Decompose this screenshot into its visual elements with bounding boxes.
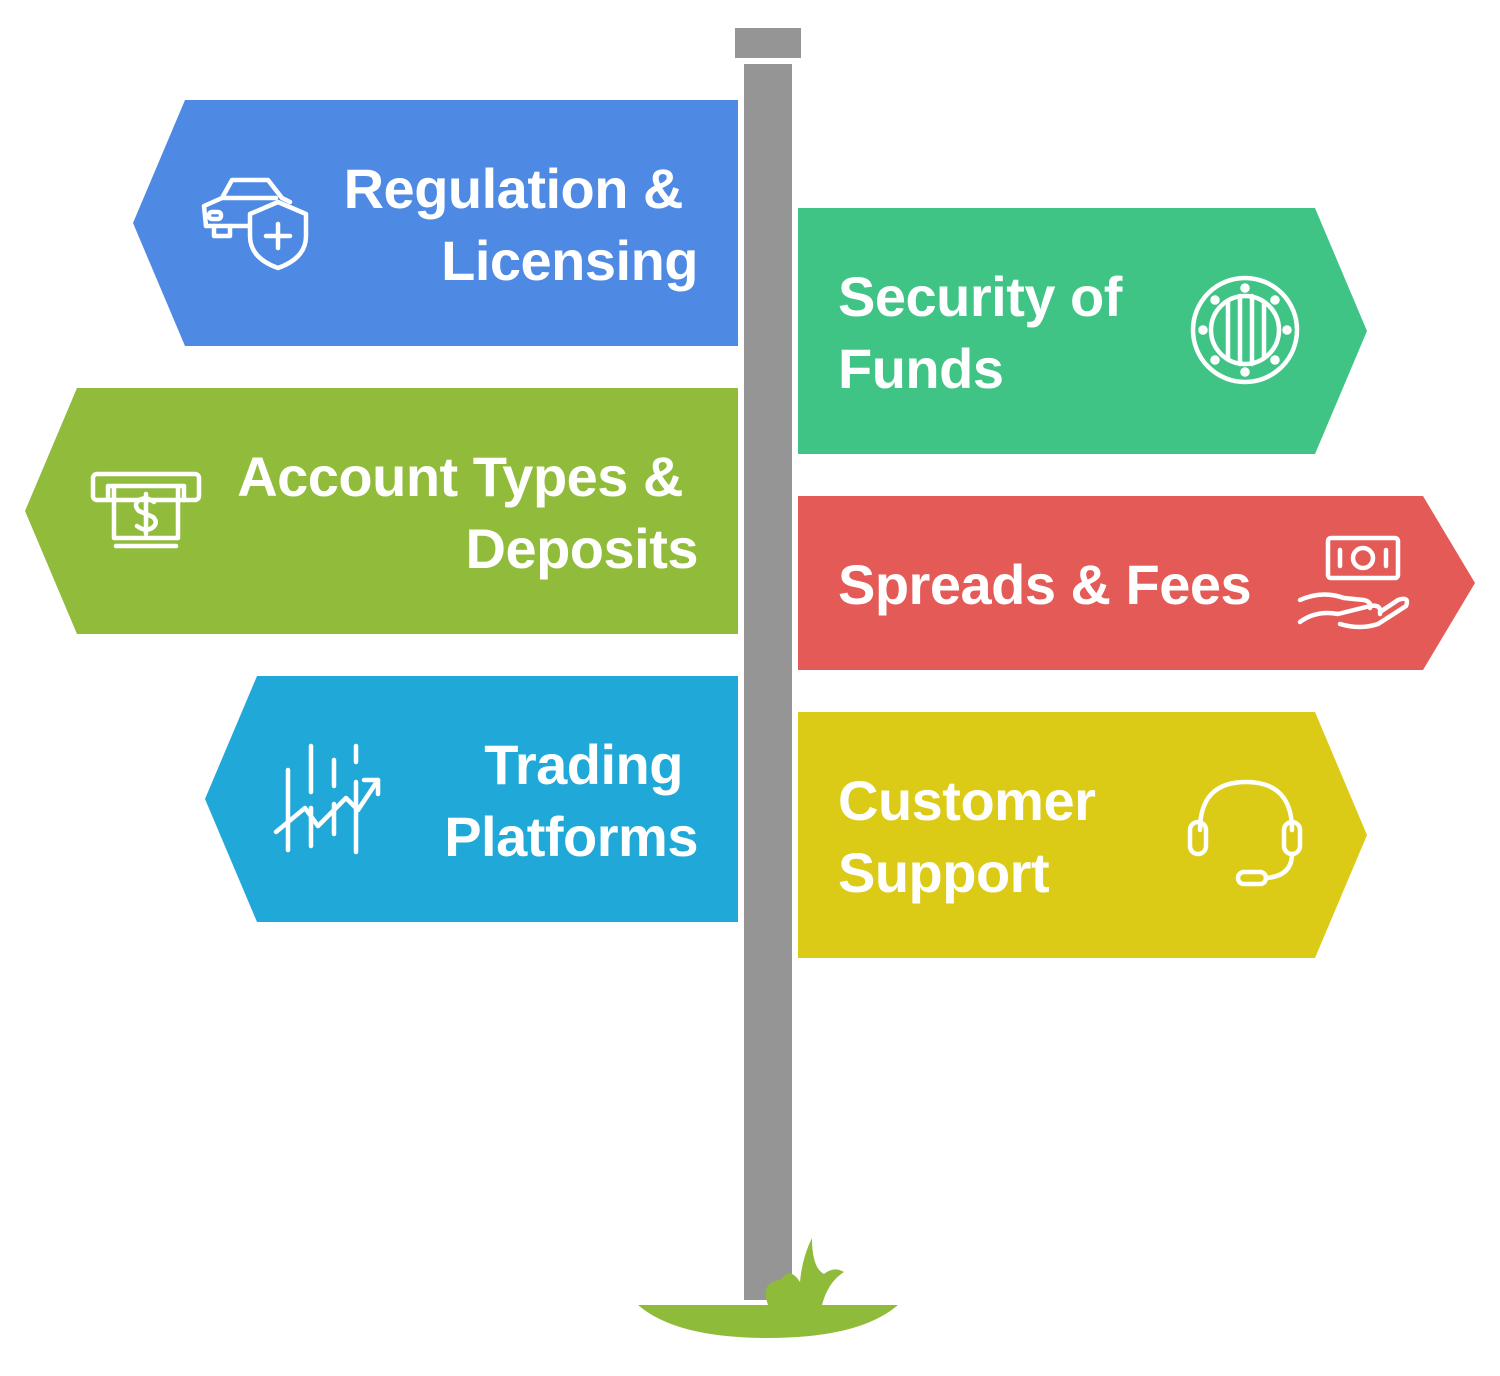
sign-account: Account Types & Deposits bbox=[25, 388, 738, 634]
sign-regulation: Regulation & Licensing bbox=[133, 100, 738, 346]
svg-text:Security of Funds: Security of Funds bbox=[838, 265, 1137, 400]
sign-security-line2: Funds bbox=[838, 337, 1003, 400]
pole bbox=[744, 64, 792, 1300]
svg-text:Account Types & Deposits: Account Types & Deposits bbox=[237, 445, 698, 580]
trend-chart-icon bbox=[273, 743, 381, 855]
car-shield-icon bbox=[201, 177, 309, 271]
sign-support: Customer Support bbox=[798, 712, 1367, 958]
pole-cap bbox=[735, 28, 801, 58]
atm-cash-icon bbox=[90, 471, 202, 549]
svg-text:Customer Support: Customer Support bbox=[838, 769, 1110, 904]
sign-trading-line1: Trading bbox=[484, 733, 683, 796]
hand-money-icon bbox=[1297, 535, 1410, 630]
sign-support-line1: Customer bbox=[838, 769, 1095, 832]
svg-text:Spreads & Fees: Spreads & Fees bbox=[838, 553, 1251, 616]
grass bbox=[638, 1238, 898, 1338]
sign-spreads-line1: Spreads & Fees bbox=[838, 553, 1251, 616]
sign-regulation-line1: Regulation & bbox=[344, 157, 683, 220]
sign-trading-line2: Platforms bbox=[444, 805, 698, 868]
sign-account-line1: Account Types & bbox=[237, 445, 683, 508]
headset-icon bbox=[1187, 779, 1303, 887]
sign-support-line2: Support bbox=[838, 841, 1049, 904]
sign-account-line2: Deposits bbox=[466, 517, 699, 580]
svg-text:Regulation & Licensing: Regulation & Licensing bbox=[344, 157, 698, 292]
sign-trading: Trading Platforms bbox=[205, 676, 738, 922]
svg-text:Trading Platforms: Trading Platforms bbox=[444, 733, 698, 868]
sign-regulation-line2: Licensing bbox=[441, 229, 698, 292]
sign-security-line1: Security of bbox=[838, 265, 1123, 328]
sign-security: Security of Funds bbox=[798, 208, 1367, 454]
vault-door-icon bbox=[1190, 275, 1300, 385]
sign-spreads: Spreads & Fees bbox=[798, 496, 1475, 670]
